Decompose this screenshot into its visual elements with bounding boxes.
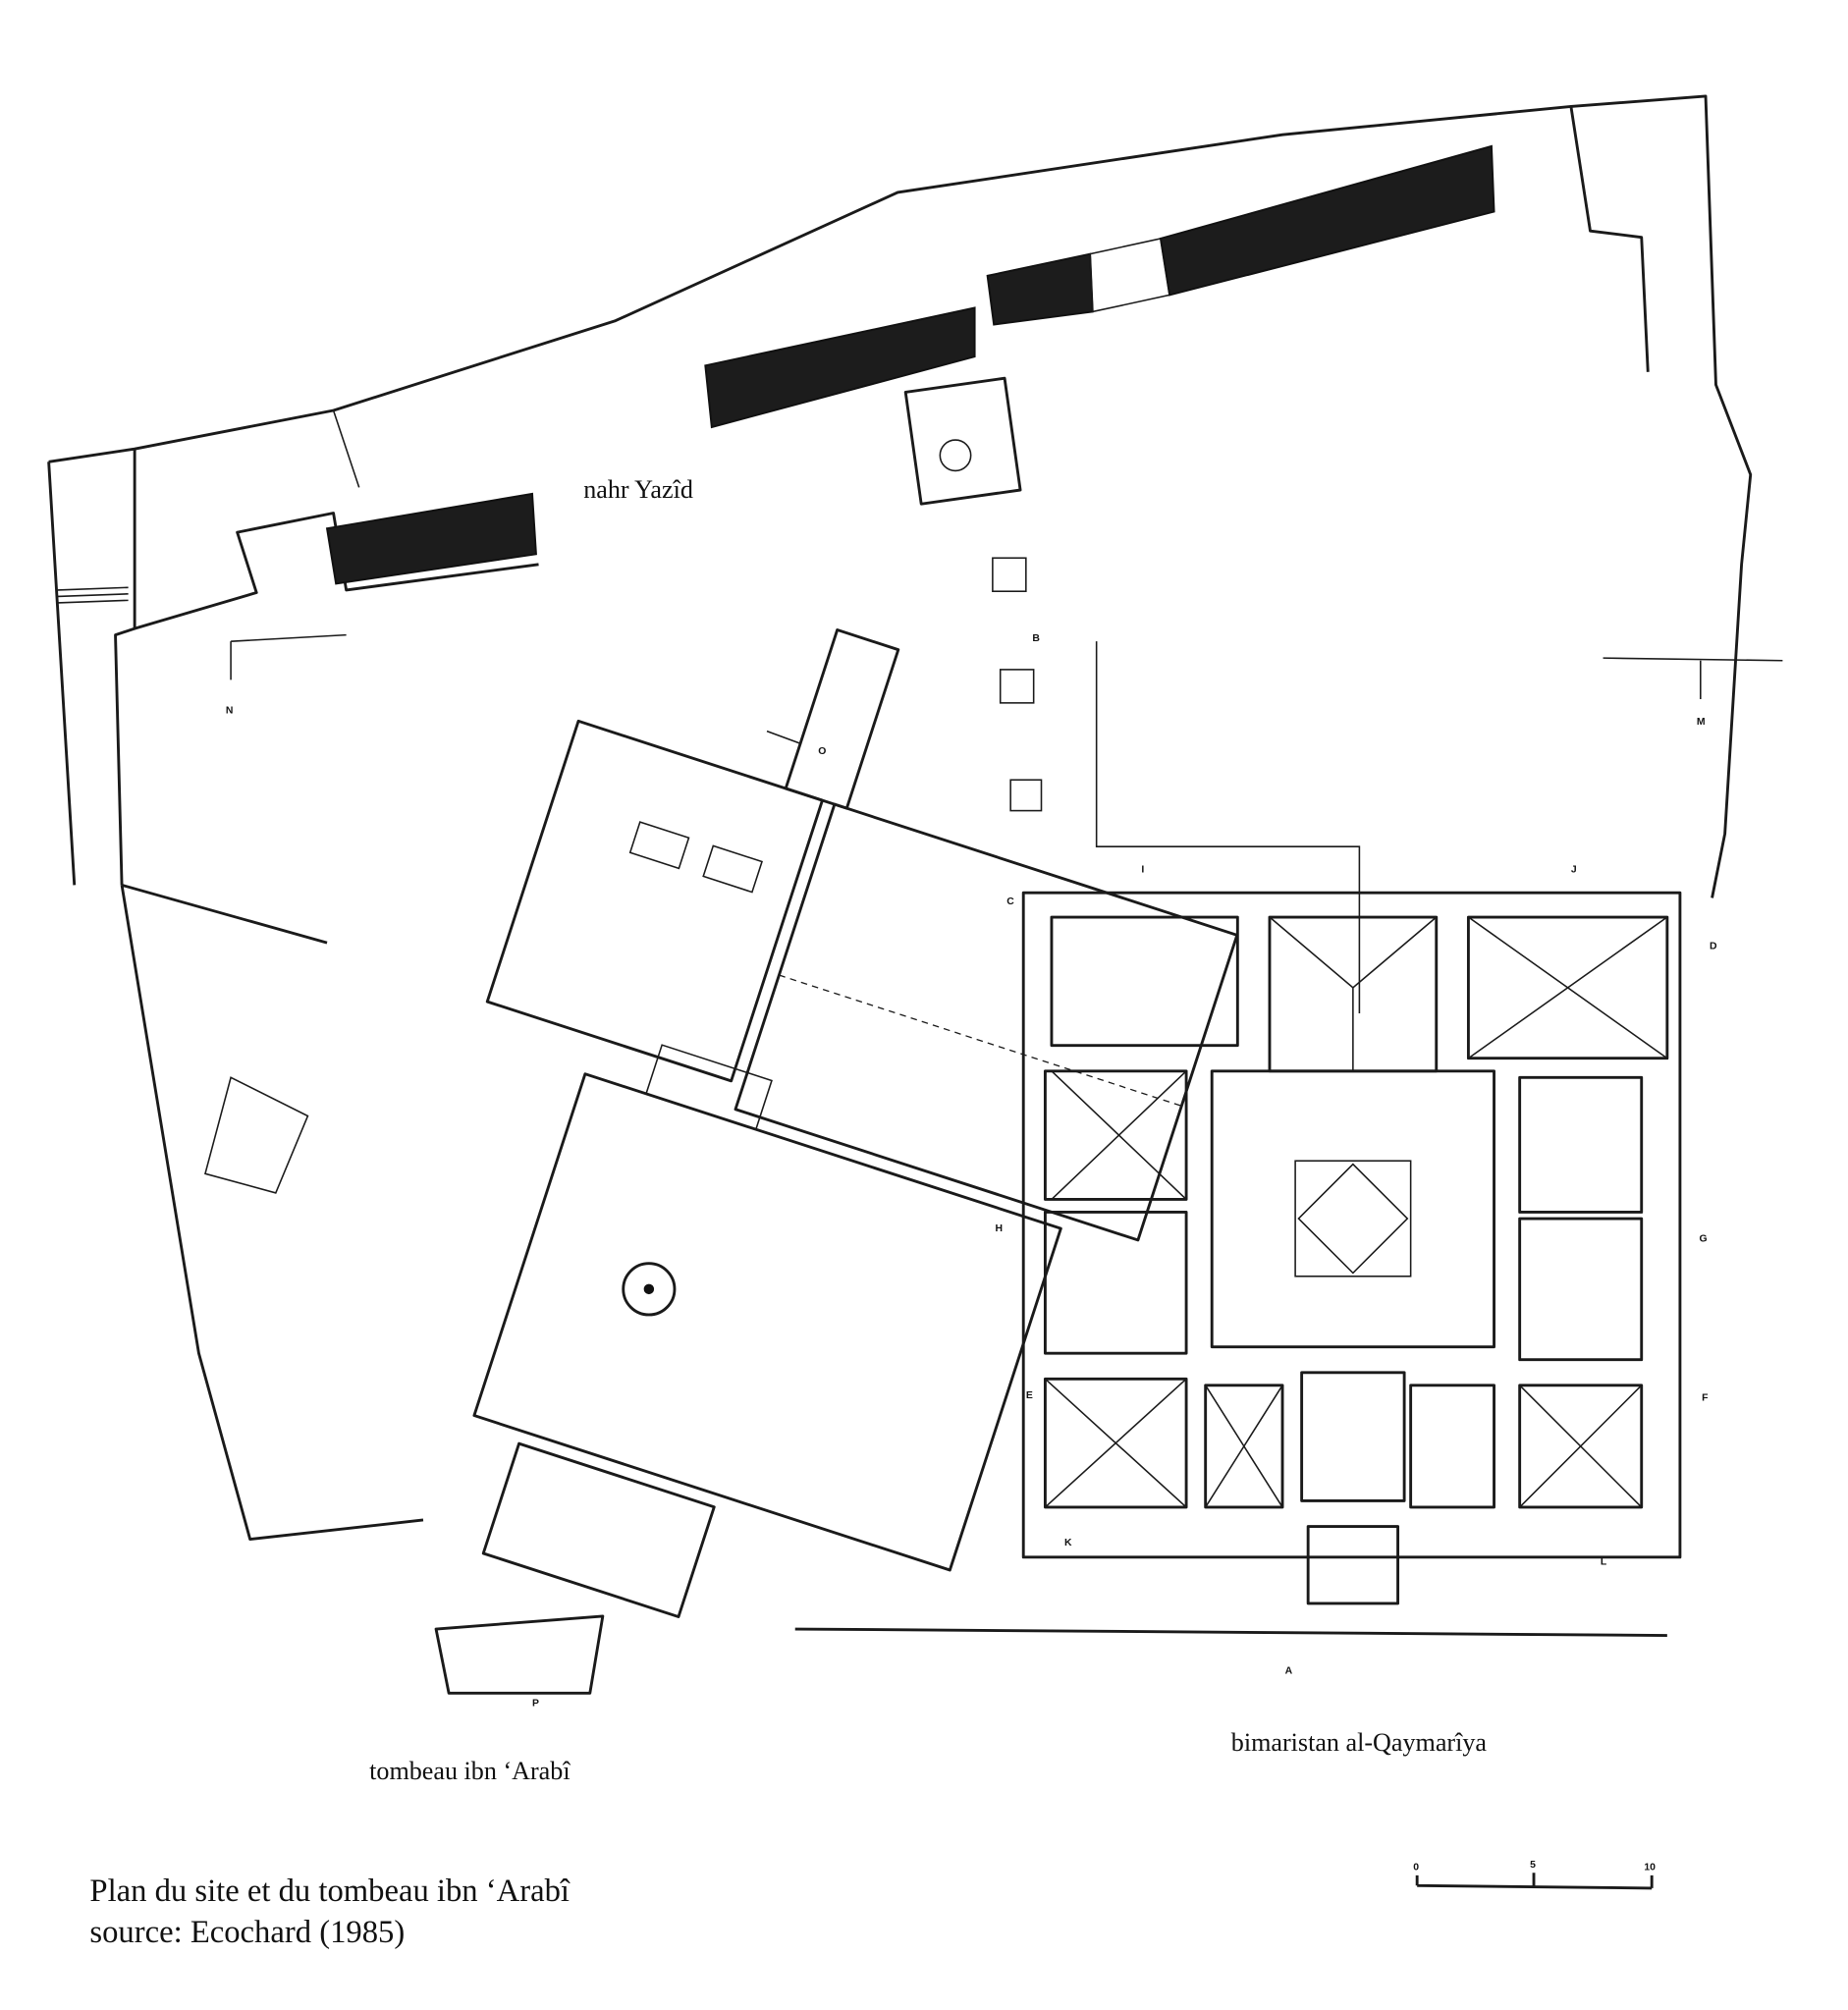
section-mark-J: J xyxy=(1571,864,1577,875)
scale-tick-0: 0 xyxy=(1413,1863,1419,1874)
section-mark-O: O xyxy=(818,746,826,757)
section-mark-L: L xyxy=(1601,1557,1607,1568)
river-block xyxy=(1159,144,1495,297)
west-boundary xyxy=(47,449,136,886)
section-mark-G: G xyxy=(1699,1234,1707,1245)
section-mark-C: C xyxy=(1006,896,1014,907)
caption-source: source: Ecochard (1985) xyxy=(89,1915,405,1950)
river-block xyxy=(704,306,976,429)
tomb-complex xyxy=(472,628,1239,1618)
north-wall-inner xyxy=(134,106,1650,630)
section-mark-D: D xyxy=(1710,942,1717,952)
river-block xyxy=(986,252,1094,326)
section-mark-E: E xyxy=(1026,1390,1033,1401)
section-mark-H: H xyxy=(995,1223,1003,1234)
label-tomb: tombeau ibn ‘Arabî xyxy=(369,1757,571,1785)
bimaristan-complex xyxy=(1021,891,1682,1605)
site-boundary xyxy=(48,94,1753,898)
section-mark-I: I xyxy=(1141,864,1144,875)
section-mark-P: P xyxy=(532,1698,539,1709)
stairs-west xyxy=(57,586,129,604)
section-mark-F: F xyxy=(1702,1392,1708,1403)
river-block xyxy=(325,492,537,585)
section-mark-N: N xyxy=(226,705,234,716)
label-nahr-yazid: nahr Yazîd xyxy=(583,475,693,504)
river-block xyxy=(1089,238,1170,313)
scale-tick-5: 5 xyxy=(1530,1860,1536,1871)
scale-bar: 0 5 10 xyxy=(1413,1860,1656,1890)
section-mark-A: A xyxy=(1285,1666,1293,1677)
section-mark-K: K xyxy=(1064,1538,1072,1548)
scale-tick-10: 10 xyxy=(1644,1863,1656,1874)
section-mark-M: M xyxy=(1697,717,1706,728)
caption-title: Plan du site et du tombeau ibn ‘Arabî xyxy=(89,1874,570,1909)
section-mark-B: B xyxy=(1032,633,1040,644)
west-plot xyxy=(120,883,424,1542)
fountain xyxy=(903,376,1022,506)
label-bimaristan: bimaristan al-Qaymarîya xyxy=(1231,1728,1488,1757)
